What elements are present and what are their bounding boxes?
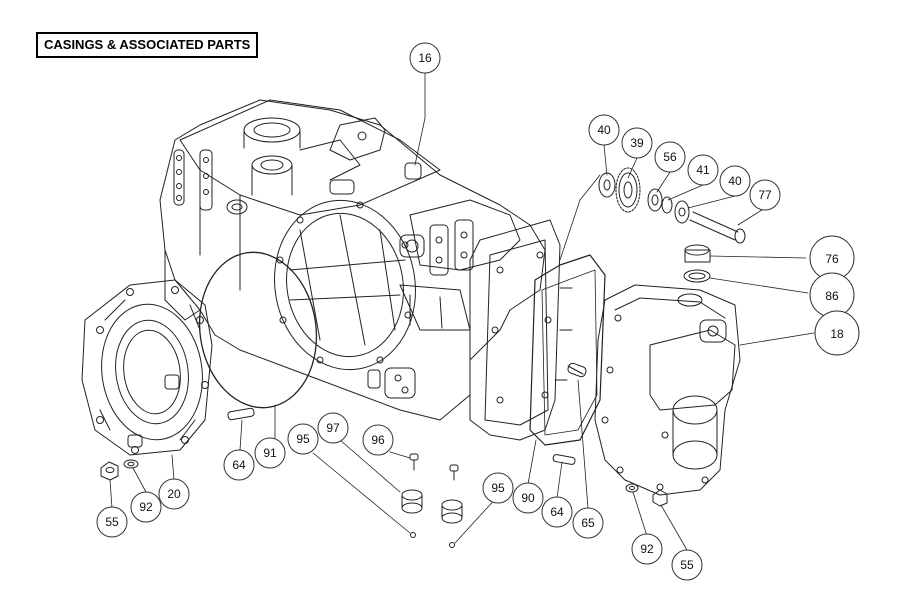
callout-16: 16 bbox=[409, 42, 441, 74]
rear-casing-18 bbox=[594, 284, 741, 496]
callout-86: 86 bbox=[809, 272, 855, 318]
callout-40a: 40 bbox=[588, 114, 620, 146]
callout-64-right: 64 bbox=[541, 496, 573, 528]
callout-77-label: 77 bbox=[758, 188, 772, 202]
callout-39-label: 39 bbox=[630, 136, 644, 150]
callout-20-label: 20 bbox=[167, 487, 181, 501]
callout-56: 56 bbox=[654, 141, 686, 173]
dowel-64-left bbox=[227, 407, 255, 421]
callout-92-right: 92 bbox=[631, 533, 663, 565]
callout-92-left: 92 bbox=[130, 491, 162, 523]
front-cover-20 bbox=[81, 279, 213, 456]
callout-55-left: 55 bbox=[96, 506, 128, 538]
callout-65-label: 65 bbox=[581, 516, 595, 530]
callout-90: 90 bbox=[512, 482, 544, 514]
callout-41-label: 41 bbox=[696, 163, 710, 177]
callout-56-label: 56 bbox=[663, 150, 677, 164]
callout-18-label: 18 bbox=[830, 327, 844, 341]
callout-92a-label: 92 bbox=[139, 500, 153, 514]
callout-18: 18 bbox=[814, 310, 860, 356]
leader-lines bbox=[109, 72, 815, 551]
gasket-thin-90 bbox=[529, 254, 606, 446]
callout-91-label: 91 bbox=[263, 446, 277, 460]
callout-55-right: 55 bbox=[671, 549, 703, 581]
callout-64b-label: 64 bbox=[550, 505, 564, 519]
callout-55b-label: 55 bbox=[680, 558, 694, 572]
callout-97: 97 bbox=[317, 412, 349, 444]
small-parts bbox=[100, 453, 668, 548]
callout-20: 20 bbox=[158, 478, 190, 510]
callout-16-label: 16 bbox=[418, 51, 432, 65]
callout-96-label: 96 bbox=[371, 433, 385, 447]
callout-40b-label: 40 bbox=[728, 174, 742, 188]
main-casing bbox=[159, 99, 546, 421]
o-ring-91 bbox=[198, 251, 318, 409]
callout-95b-label: 95 bbox=[491, 481, 505, 495]
callout-76: 76 bbox=[809, 235, 855, 281]
callout-41: 41 bbox=[687, 154, 719, 186]
callout-64-left: 64 bbox=[223, 449, 255, 481]
callouts: 16 40 39 56 41 40 77 76 86 18 91 64 95 9… bbox=[96, 42, 860, 581]
flange-studs bbox=[554, 287, 587, 381]
callout-76-label: 76 bbox=[825, 252, 839, 266]
callout-92b-label: 92 bbox=[640, 542, 654, 556]
callout-55a-label: 55 bbox=[105, 515, 119, 529]
callout-86-label: 86 bbox=[825, 289, 839, 303]
gasket-90 bbox=[469, 219, 561, 441]
callout-90-label: 90 bbox=[521, 491, 535, 505]
callout-40b: 40 bbox=[719, 165, 751, 197]
callout-91: 91 bbox=[254, 437, 286, 469]
callout-64a-label: 64 bbox=[232, 458, 246, 472]
callout-96: 96 bbox=[362, 424, 394, 456]
gear-assembly bbox=[598, 167, 746, 283]
callout-95-right: 95 bbox=[482, 472, 514, 504]
callout-95-left: 95 bbox=[287, 423, 319, 455]
callout-95a-label: 95 bbox=[296, 432, 310, 446]
diagram-title: CASINGS & ASSOCIATED PARTS bbox=[36, 32, 259, 58]
callout-65: 65 bbox=[572, 507, 604, 539]
callout-39: 39 bbox=[621, 127, 653, 159]
callout-40a-label: 40 bbox=[597, 123, 611, 137]
callout-97-label: 97 bbox=[326, 421, 340, 435]
callout-77: 77 bbox=[749, 179, 781, 211]
